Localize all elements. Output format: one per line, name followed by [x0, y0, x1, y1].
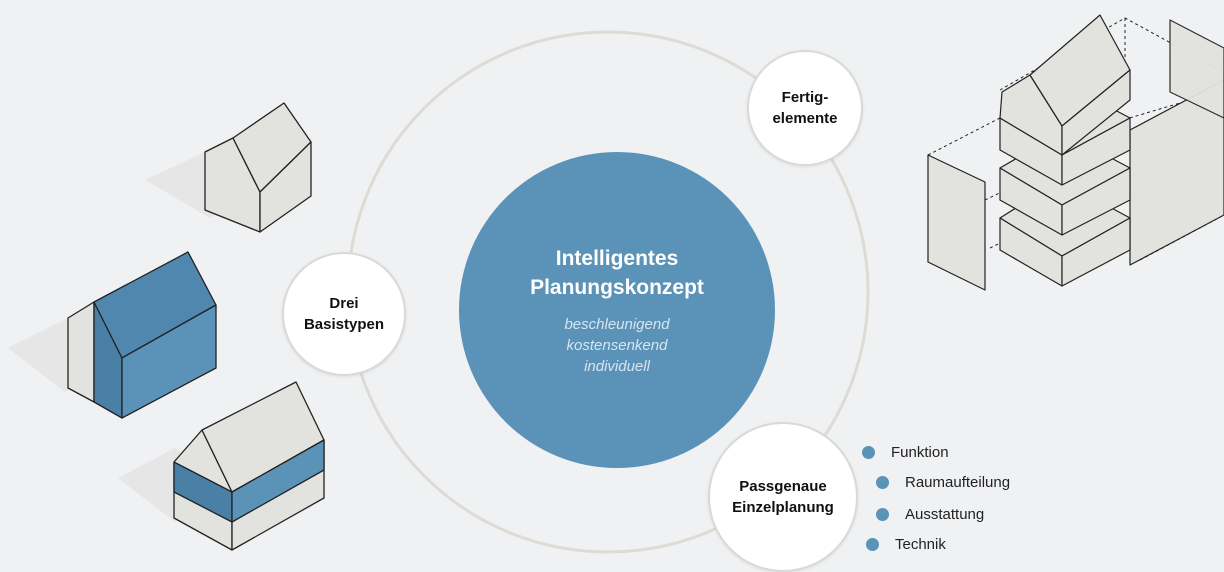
- feature-label: Technik: [895, 536, 946, 553]
- center-title-line1: Intelligentes: [555, 246, 679, 270]
- node-einzelplanung: Passgenaue Einzelplanung: [708, 422, 858, 572]
- feature-item: Ausstattung: [876, 506, 984, 523]
- node-basis-line1: Drei: [329, 295, 359, 312]
- bullet-dot-icon: [866, 538, 879, 551]
- feature-label: Ausstattung: [905, 506, 985, 523]
- node-fertig-line1: Fertig-: [781, 89, 829, 106]
- node-einzel-line1: Passgenaue: [739, 478, 827, 495]
- bullet-dot-icon: [876, 476, 889, 489]
- node-fertigelemente: Fertig- elemente: [747, 50, 863, 166]
- center-taglines: beschleunigend kostensenkend individuell: [564, 314, 669, 377]
- tagline-2: kostensenkend: [566, 336, 668, 354]
- bullet-dot-icon: [876, 508, 889, 521]
- node-basistypen: Drei Basistypen: [282, 252, 406, 376]
- house-basic-icon: [145, 102, 312, 233]
- modular-stack-icon: [927, 14, 1224, 291]
- center-circle: Intelligentes Planungskonzept beschleuni…: [459, 152, 775, 468]
- node-fertig-line2: elemente: [772, 110, 838, 127]
- feature-item: Funktion: [862, 444, 949, 461]
- house-striped-icon: [118, 381, 325, 551]
- tagline-3: individuell: [584, 357, 650, 375]
- feature-label: Funktion: [891, 444, 949, 461]
- house-blue-icon: [8, 251, 217, 419]
- feature-item: Raumaufteilung: [876, 474, 1010, 491]
- node-basis-line2: Basistypen: [303, 316, 385, 333]
- tagline-1: beschleunigend: [564, 315, 670, 333]
- feature-label: Raumaufteilung: [905, 474, 1011, 491]
- bullet-dot-icon: [862, 446, 875, 459]
- feature-item: Technik: [866, 536, 946, 553]
- node-einzel-line2: Einzelplanung: [732, 499, 834, 516]
- center-title-line2: Planungskonzept: [530, 275, 704, 299]
